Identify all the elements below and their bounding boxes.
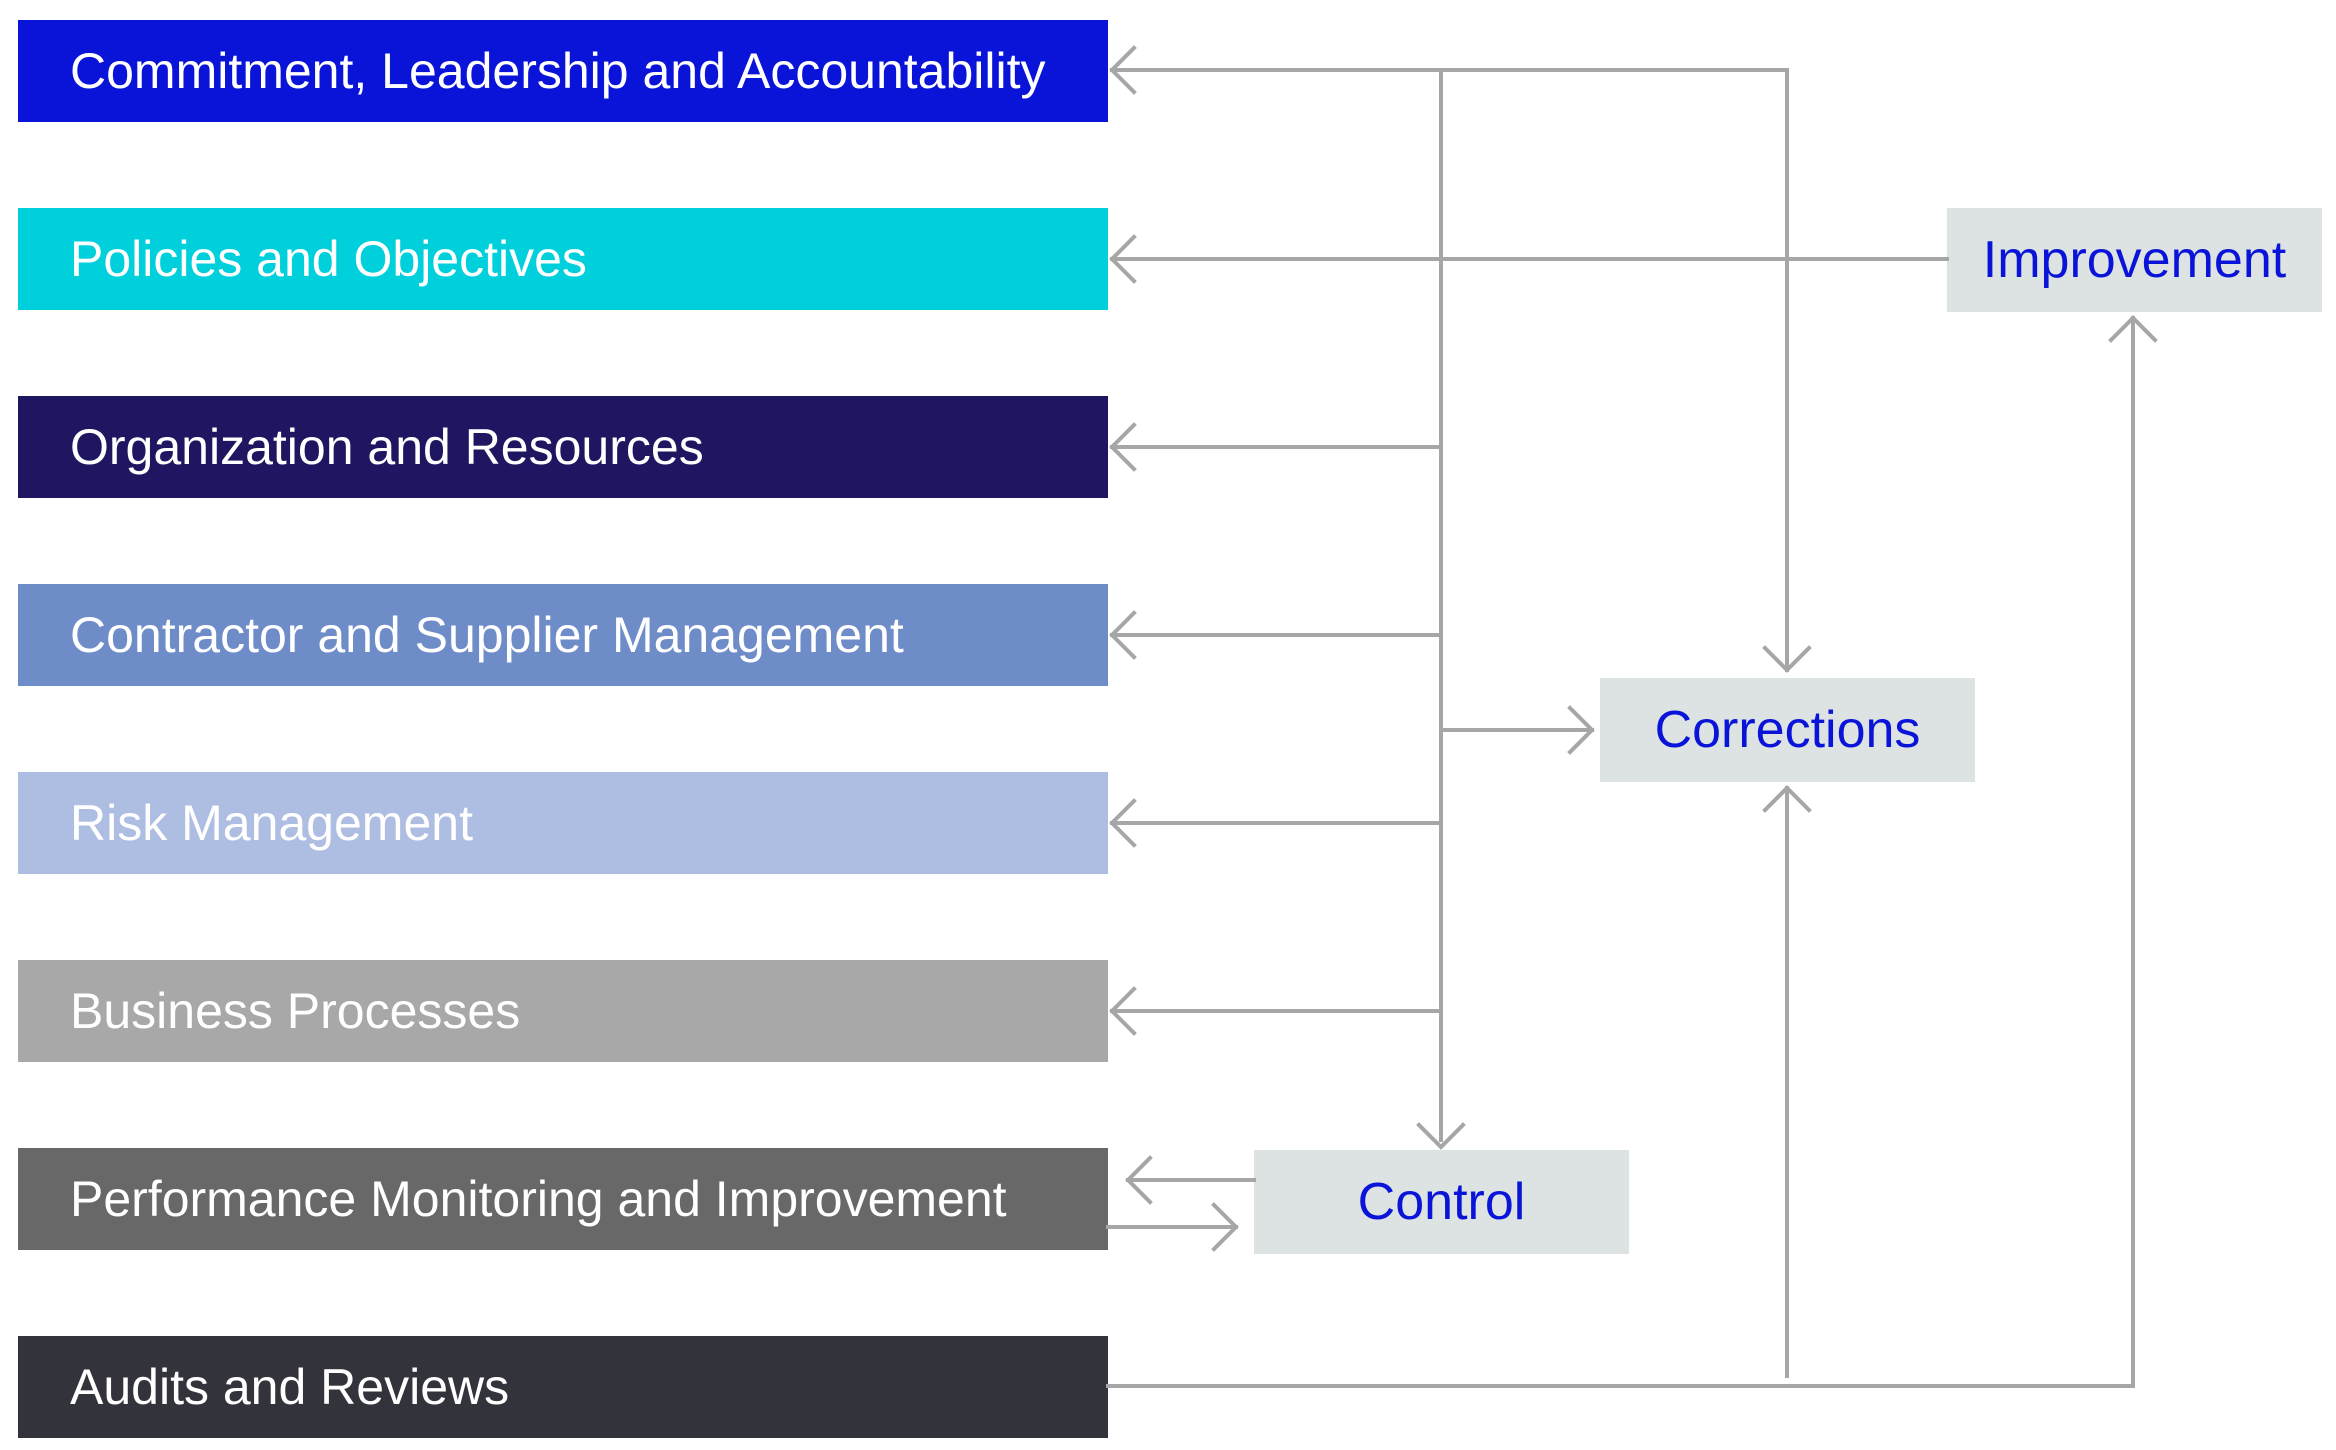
arrowhead-icon xyxy=(1109,610,1137,660)
corrections-node: Corrections xyxy=(1600,678,1975,782)
module-organization-resources: Organization and Resources xyxy=(18,396,1108,498)
arrowhead-icon xyxy=(1109,234,1137,284)
arrowhead-icon xyxy=(1211,1202,1239,1252)
module-label: Policies and Objectives xyxy=(70,231,587,287)
module-performance-monitoring-improvement: Performance Monitoring and Improvement xyxy=(18,1148,1108,1250)
improvement-node: Improvement xyxy=(1947,208,2322,312)
arrowhead-icon xyxy=(1109,798,1137,848)
module-business-processes: Business Processes xyxy=(18,960,1108,1062)
module-label: Business Processes xyxy=(70,983,521,1039)
module-commitment-leadership-accountability: Commitment, Leadership and Accountabilit… xyxy=(18,20,1108,122)
module-risk-management: Risk Management xyxy=(18,772,1108,874)
module-label: Performance Monitoring and Improvement xyxy=(70,1171,1007,1227)
improvement-label: Improvement xyxy=(1982,231,2287,289)
arrowhead-icon xyxy=(1762,785,1812,813)
module-label: Contractor and Supplier Management xyxy=(70,607,904,663)
control-node: Control xyxy=(1254,1150,1629,1254)
top-feedback-line xyxy=(1110,68,1789,672)
arrowhead-icon xyxy=(1125,1155,1153,1205)
module-policies-objectives: Policies and Objectives xyxy=(18,208,1108,310)
audits-feedback-line xyxy=(1106,316,2135,1388)
arrowhead-icon xyxy=(1109,45,1137,95)
arrowhead-icon xyxy=(2108,315,2158,343)
arrowhead-icon xyxy=(1567,705,1595,755)
arrowhead-icon xyxy=(1109,422,1137,472)
module-label: Organization and Resources xyxy=(70,419,704,475)
arrowhead-icon xyxy=(1416,1122,1466,1150)
control-label: Control xyxy=(1357,1173,1526,1231)
module-label: Audits and Reviews xyxy=(70,1359,510,1415)
arrowhead-icon xyxy=(1762,645,1812,673)
module-audits-reviews: Audits and Reviews xyxy=(18,1336,1108,1438)
module-label: Commitment, Leadership and Accountabilit… xyxy=(70,43,1046,99)
module-contractor-supplier-management: Contractor and Supplier Management xyxy=(18,584,1108,686)
module-label: Risk Management xyxy=(70,795,473,851)
corrections-label: Corrections xyxy=(1654,701,1921,759)
arrowhead-icon xyxy=(1109,986,1137,1036)
